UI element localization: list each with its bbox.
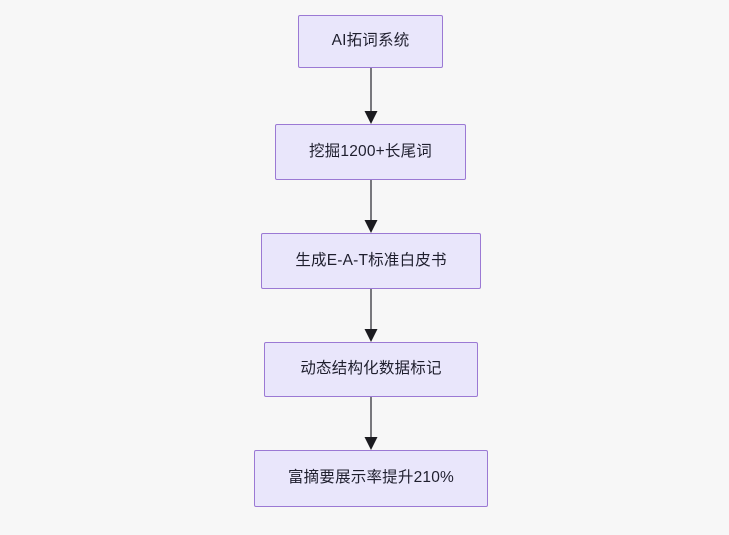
- arrowhead-4: [364, 437, 378, 450]
- node-label: 动态结构化数据标记: [300, 360, 442, 378]
- arrowhead-3: [364, 329, 378, 342]
- flowchart-node-mine-longtail-keywords[interactable]: 挖掘1200+长尾词: [275, 124, 466, 180]
- flowchart-node-ai-keyword-system[interactable]: AI拓词系统: [298, 15, 443, 68]
- flowchart-node-rich-snippet-rate-increase[interactable]: 富摘要展示率提升210%: [254, 450, 488, 507]
- flowchart-node-generate-eat-whitepaper[interactable]: 生成E-A-T标准白皮书: [261, 233, 481, 289]
- flowchart-node-dynamic-structured-data-markup[interactable]: 动态结构化数据标记: [264, 342, 478, 397]
- edge-n1-to-n2: [364, 68, 378, 124]
- arrowhead-2: [364, 220, 378, 233]
- node-label: 生成E-A-T标准白皮书: [295, 251, 447, 269]
- edge-n3-to-n4: [364, 289, 378, 342]
- edge-n4-to-n5: [364, 397, 378, 450]
- node-label: AI拓词系统: [331, 32, 410, 50]
- node-label: 富摘要展示率提升210%: [287, 469, 455, 487]
- arrowhead-1: [364, 111, 378, 124]
- edge-n2-to-n3: [364, 180, 378, 233]
- node-label: 挖掘1200+长尾词: [308, 142, 433, 160]
